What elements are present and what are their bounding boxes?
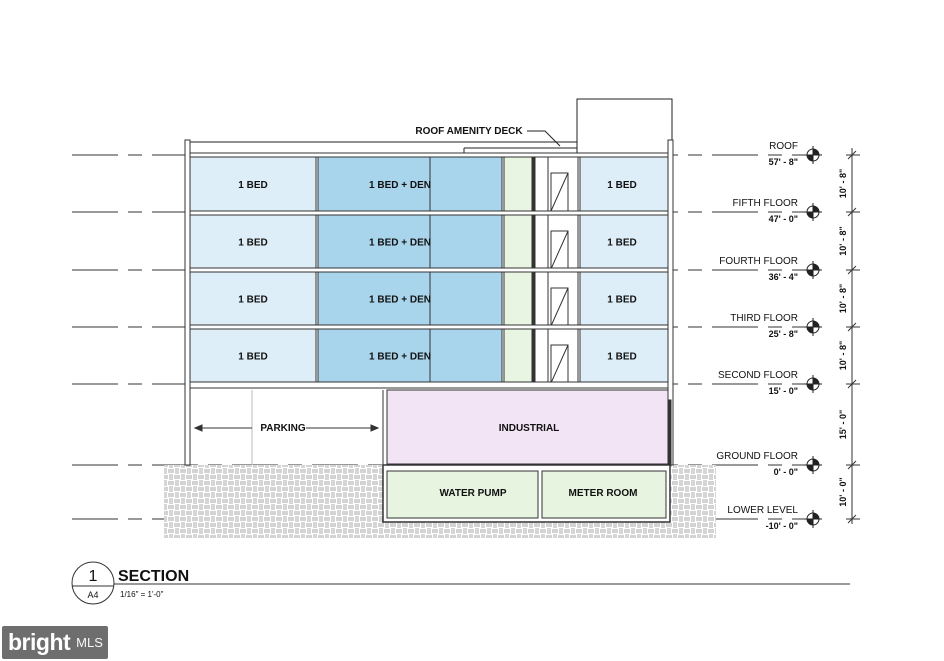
ground-level: [193, 389, 672, 523]
dimension-label: 10' - 8": [838, 226, 848, 255]
level-name: FOURTH FLOOR: [719, 256, 798, 267]
level-marker: LOWER LEVEL -10' - 0": [727, 505, 822, 531]
dimension-tick-mark: [847, 514, 857, 524]
dimension-tick-mark: [847, 265, 857, 275]
meter-room-label: METER ROOM: [569, 488, 638, 499]
unit-label-1bed-den: 1 BED + DEN: [369, 238, 431, 249]
unit-label-1bed-den: 1 BED + DEN: [369, 180, 431, 191]
unit-label-1bed-den: 1 BED + DEN: [369, 295, 431, 306]
level-name: FIFTH FLOOR: [732, 198, 798, 209]
unit-label-1bed: 1 BED: [607, 238, 636, 249]
drawing-scale: 1/16" = 1'-0": [120, 590, 164, 599]
level-elevation: 15' - 0": [769, 386, 798, 396]
level-elevation: 57' - 8": [769, 157, 798, 167]
watermark-suffix: MLS: [76, 635, 103, 650]
sheet-number: A4: [87, 590, 98, 600]
level-markers: ROOF 57' - 8" FIFTH FLOOR 47' - 0" FOURTH FL…: [716, 141, 822, 531]
level-name: THIRD FLOOR: [730, 313, 798, 324]
lower-level: [382, 464, 671, 523]
level-elevation: 25' - 8": [769, 329, 798, 339]
dimension-tick-mark: [847, 150, 857, 160]
level-marker: ROOF 57' - 8": [769, 141, 822, 167]
dimension-label: 10' - 8": [838, 284, 848, 313]
level-name: ROOF: [769, 141, 798, 152]
unit-1bed-east: [579, 271, 669, 326]
bright-mls-watermark: bright MLS: [2, 626, 108, 659]
level-marker: SECOND FLOOR 15' - 0": [718, 370, 822, 396]
unit-1bed-den: [317, 328, 503, 383]
core-wall: [531, 156, 536, 212]
watermark-brand: bright: [8, 629, 71, 655]
residential-floors: [189, 156, 669, 384]
drawing-title: SECTION: [118, 568, 189, 585]
level-elevation: 36' - 4": [769, 272, 798, 282]
core-corridor: [503, 156, 533, 212]
level-name: SECOND FLOOR: [718, 370, 798, 381]
unit-label-1bed: 1 BED: [607, 295, 636, 306]
unit-label-1bed: 1 BED: [238, 180, 267, 191]
core-corridor: [503, 214, 533, 269]
dimension-tick-mark: [847, 207, 857, 217]
dimension-label: 10' - 8": [838, 169, 848, 198]
unit-label-1bed: 1 BED: [607, 352, 636, 363]
dimension-tick-mark: [847, 322, 857, 332]
unit-1bed-den: [317, 214, 503, 269]
unit-1bed-den: [317, 271, 503, 326]
level-marker: THIRD FLOOR 25' - 8": [730, 313, 822, 339]
roof-structures: [189, 98, 673, 156]
unit-label-1bed: 1 BED: [238, 295, 267, 306]
industrial-label: INDUSTRIAL: [499, 423, 560, 434]
unit-1bed-den: [317, 156, 503, 212]
unit-label-1bed-den: 1 BED + DEN: [369, 352, 431, 363]
dimension-tick-mark: [847, 379, 857, 389]
level-name: LOWER LEVEL: [727, 505, 798, 516]
level-name: GROUND FLOOR: [716, 451, 798, 462]
dimension-tick-mark: [847, 460, 857, 470]
drawing-number: 1: [89, 568, 98, 585]
level-elevation: -10' - 0": [766, 521, 798, 531]
dimension-label: 10' - 8": [838, 341, 848, 370]
core-corridor: [503, 328, 533, 383]
unit-1bed-west: [189, 214, 317, 269]
level-marker: FOURTH FLOOR 36' - 4": [719, 256, 822, 282]
dimension-string: 10' - 8" 10' - 8" 10' - 8" 10' - 8" 15' - 0"…: [838, 148, 860, 524]
water-pump-label: WATER PUMP: [439, 488, 506, 499]
core-corridor: [503, 271, 533, 326]
level-elevation: 47' - 0": [769, 214, 798, 224]
unit-label-1bed: 1 BED: [238, 352, 267, 363]
core-wall: [531, 328, 536, 383]
unit-label-1bed: 1 BED: [607, 180, 636, 191]
core-wall: [531, 271, 536, 326]
unit-1bed-east: [579, 214, 669, 269]
unit-1bed-west: [189, 328, 317, 383]
title-block: 1 A4 SECTION 1/16" = 1'-0": [71, 561, 850, 605]
room-labels: PARKING INDUSTRIAL WATER PUMP METER ROOM…: [238, 126, 637, 499]
core-wall: [531, 214, 536, 269]
unit-1bed-west: [189, 271, 317, 326]
earth-hatch: [164, 465, 716, 538]
level-marker: GROUND FLOOR 0' - 0": [716, 451, 822, 477]
dimension-label: 15' - 0": [838, 410, 848, 439]
dimension-label: 10' - 0": [838, 477, 848, 506]
level-elevation: 0' - 0": [774, 467, 798, 477]
roof-amenity-deck-label: ROOF AMENITY DECK: [415, 126, 523, 137]
unit-1bed-west: [189, 156, 317, 212]
unit-label-1bed: 1 BED: [238, 238, 267, 249]
level-marker: FIFTH FLOOR 47' - 0": [732, 198, 822, 224]
parking-label: PARKING: [260, 423, 306, 434]
